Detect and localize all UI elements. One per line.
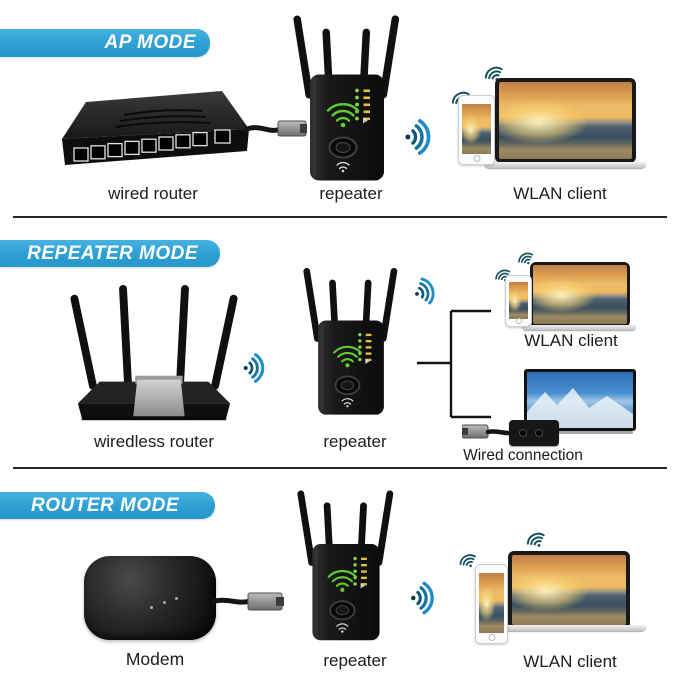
laptop-base (522, 325, 636, 330)
phone-screen (509, 282, 528, 319)
label-wired-connection: Wired connection (463, 447, 583, 464)
wlan-client-illustration (488, 245, 640, 335)
label-wiredless-router: wiredless router (94, 432, 214, 451)
label-repeater: repeater (323, 651, 387, 670)
wired-router-illustration (62, 91, 249, 165)
label-wlan-client: WLAN client (513, 184, 607, 203)
adapter-port (535, 429, 543, 437)
label-repeater: repeater (323, 432, 387, 451)
label-wlan-client: WLAN client (524, 331, 618, 350)
tv-stand (545, 431, 633, 434)
wifi-waves-icon (409, 581, 434, 615)
wifi-waves-icon (403, 119, 431, 155)
adapter-port (519, 429, 527, 437)
adapter-box (509, 420, 559, 446)
connection-lines (417, 309, 491, 419)
section-divider (13, 467, 667, 469)
wlan-client-illustration (448, 55, 648, 177)
badge-router-mode: ROUTER MODE (0, 492, 215, 519)
modem-illustration (84, 556, 216, 640)
badge-repeater-mode: REPEATER MODE (0, 240, 220, 267)
wifi-signal-icon (524, 529, 549, 552)
ethernet-cable (243, 120, 307, 137)
phone (475, 564, 508, 644)
tv-screen (527, 372, 633, 428)
phone-screen (462, 104, 491, 154)
phone-home-button (515, 318, 522, 324)
wifi-waves-icon (242, 353, 265, 383)
label-wlan-client: WLAN client (523, 652, 617, 671)
phone (505, 275, 532, 327)
laptop (495, 78, 636, 163)
laptop-screen (512, 555, 626, 625)
badge-ap-mode: AP MODE (0, 29, 210, 57)
laptop-base (498, 625, 646, 631)
laptop-base (484, 162, 646, 168)
phone (458, 95, 495, 165)
phone-screen (479, 573, 504, 633)
ethernet-cable (212, 592, 284, 611)
label-modem: Modem (125, 649, 185, 669)
laptop-screen (499, 82, 632, 159)
wlan-client-illustration (450, 520, 655, 655)
tv-illustration (524, 369, 636, 431)
modem-light (150, 606, 153, 609)
wireless-router-illustration (70, 284, 238, 421)
laptop-screen (533, 265, 627, 324)
modem-light (163, 601, 166, 604)
repeater-illustration (293, 13, 401, 182)
modem-light (175, 597, 178, 600)
phone-home-button (473, 155, 480, 162)
label-repeater: repeater (319, 184, 383, 203)
laptop (530, 262, 630, 327)
section-divider (13, 216, 667, 218)
laptop (508, 551, 630, 629)
repeater-illustration (303, 266, 399, 416)
phone-home-button (488, 634, 495, 641)
repeater-illustration (297, 488, 395, 642)
label-wired-router: wired router (108, 184, 198, 203)
ethernet-cable (462, 424, 514, 439)
